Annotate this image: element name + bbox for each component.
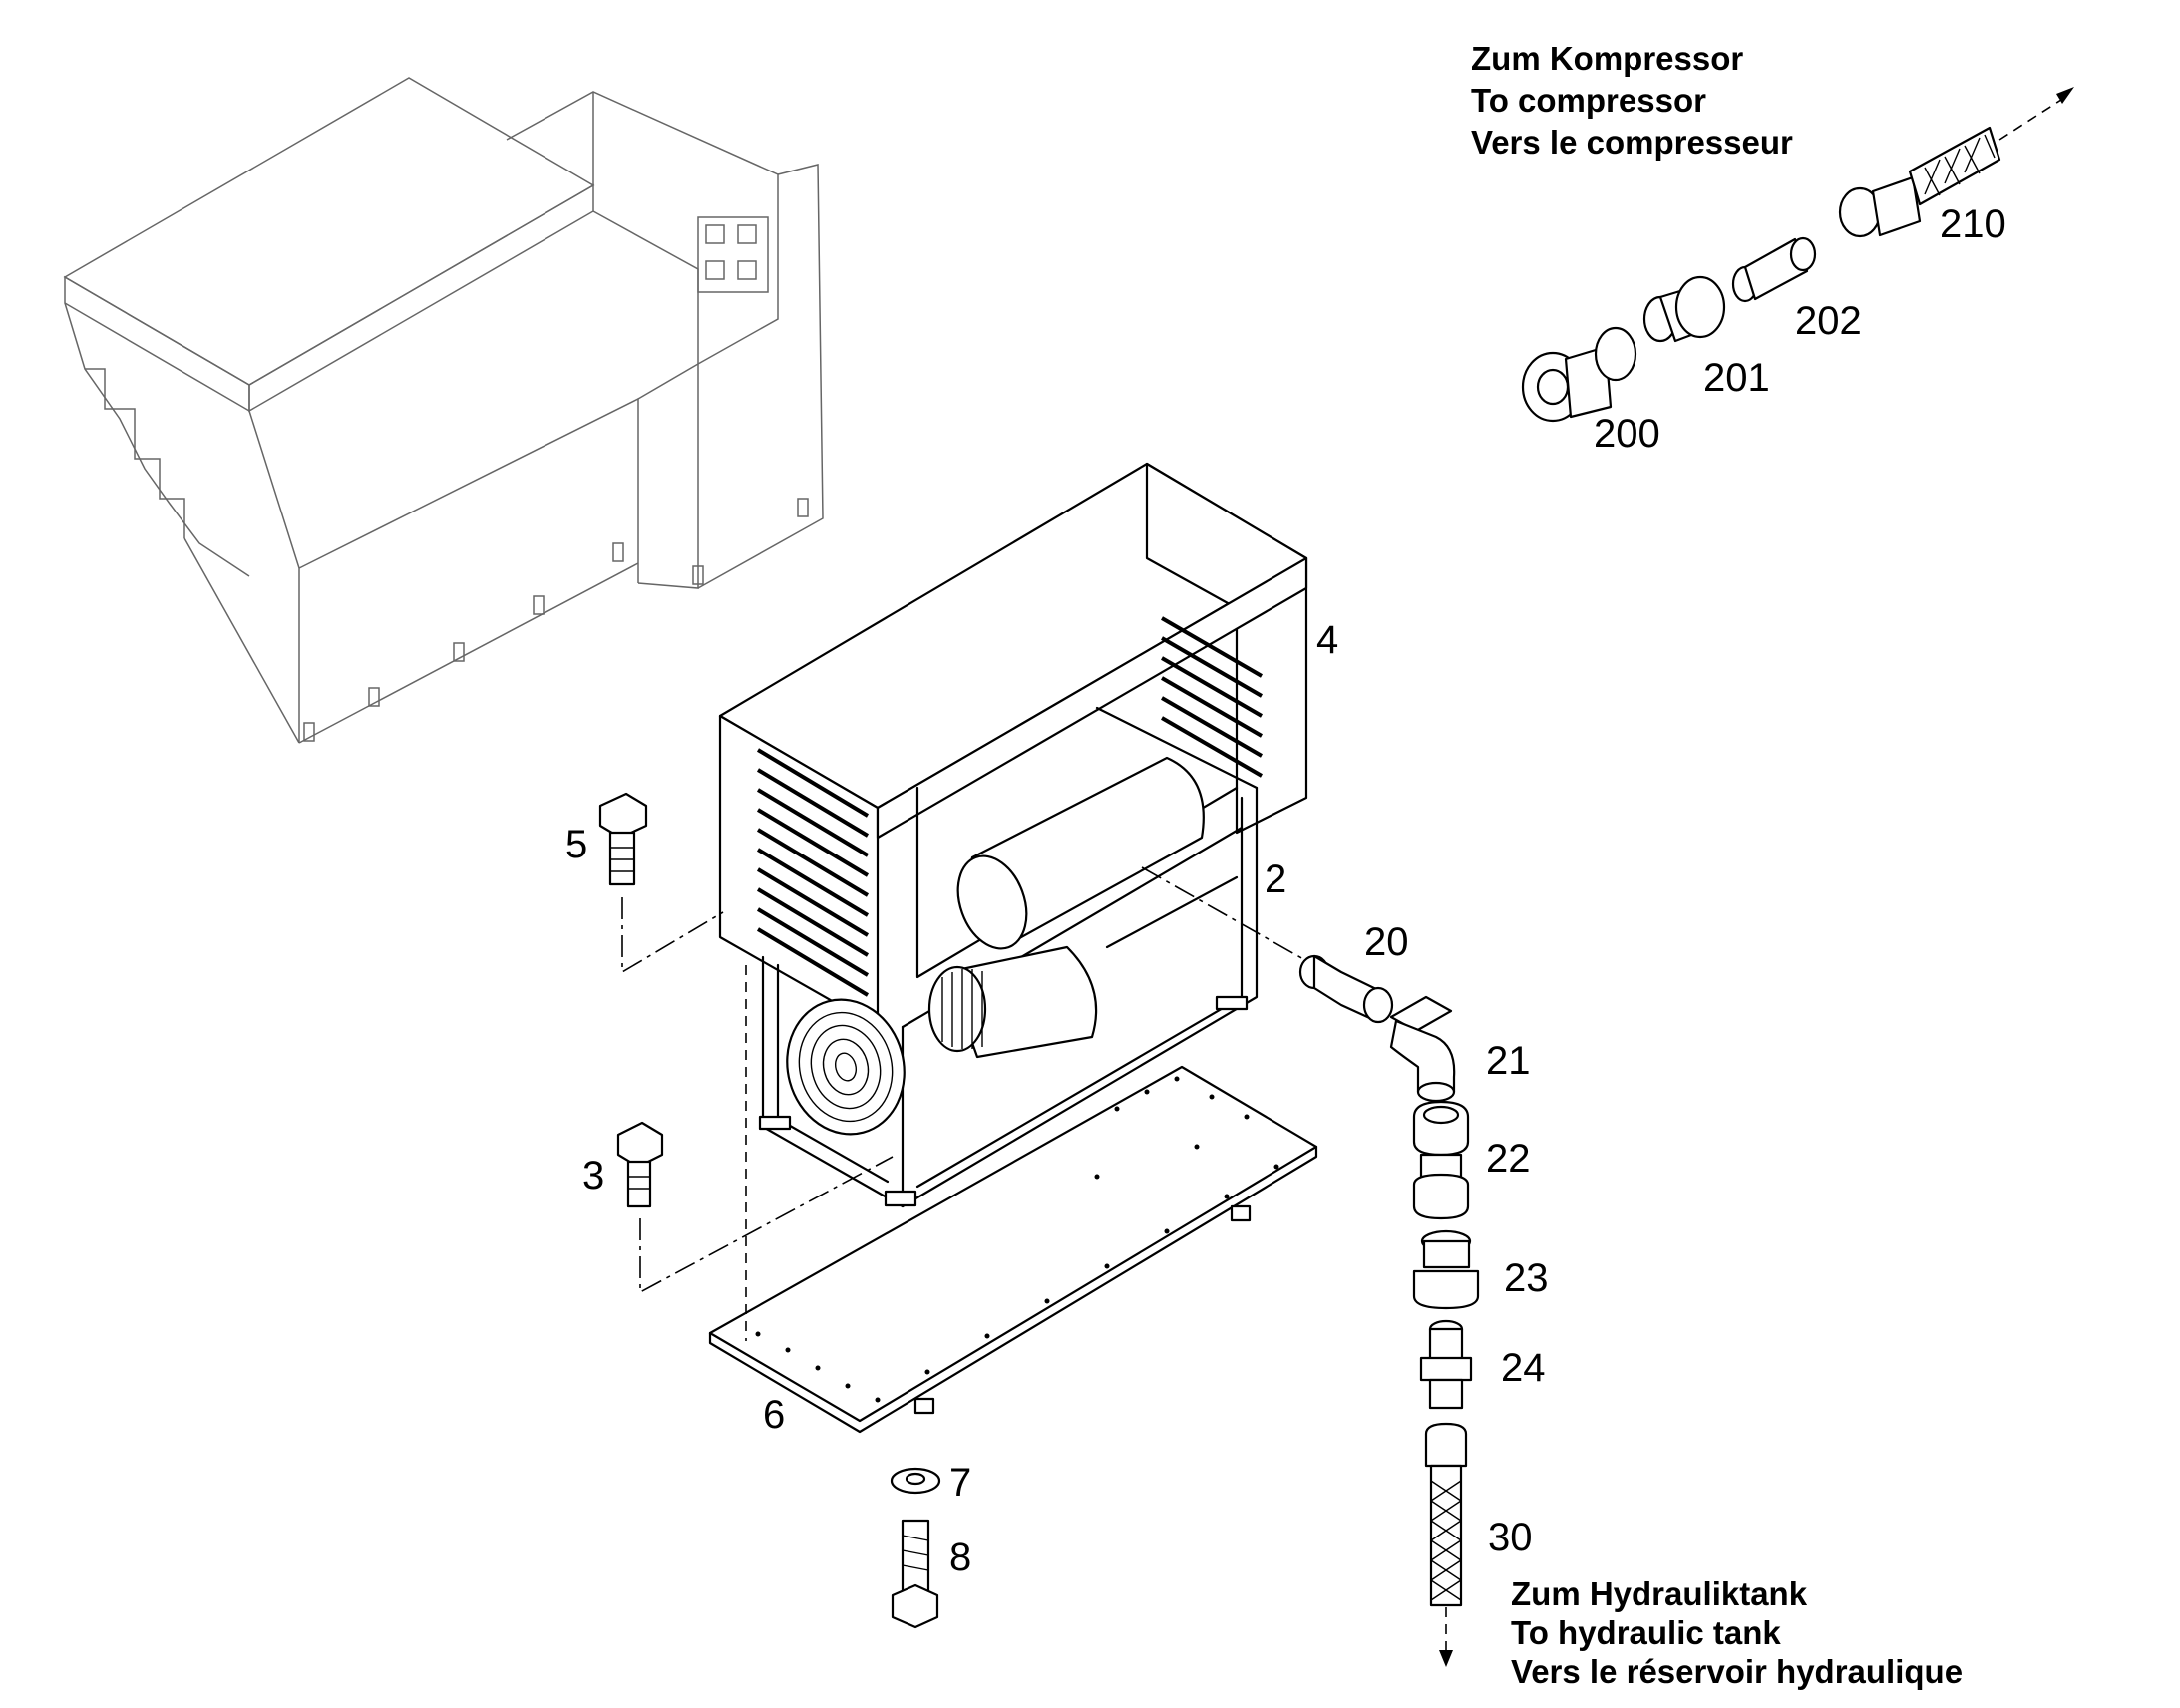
part-label-7: 7 [949, 1461, 971, 1505]
part-labels: 4 2 5 3 6 7 8 20 21 22 23 24 30 200 201 … [565, 202, 2006, 1579]
part-label-30: 30 [1488, 1516, 1533, 1559]
fitting-20 [1298, 954, 1394, 1024]
elbow-21 [1389, 995, 1456, 1103]
part-label-210: 210 [1940, 202, 2006, 246]
machine-housing-outline [63, 77, 824, 744]
caption-to-hydraulic-tank: Zum Hydrauliktank To hydraulic tank Vers… [1511, 1575, 1963, 1690]
fan-guard [786, 998, 906, 1136]
part-label-2: 2 [1265, 857, 1286, 901]
base-plate [708, 1065, 1318, 1434]
part-label-4: 4 [1316, 618, 1338, 662]
fitting-202 [1731, 236, 1817, 303]
part-label-6: 6 [763, 1393, 785, 1437]
caption-hydraulic-de: Zum Hydrauliktank [1511, 1575, 1808, 1612]
fitting-201 [1642, 275, 1726, 343]
base-frame [758, 706, 1259, 1208]
caption-compressor-en: To compressor [1471, 82, 1706, 119]
pump-assembly [927, 945, 1098, 1059]
part-label-8: 8 [949, 1536, 971, 1579]
part-label-21: 21 [1486, 1039, 1531, 1083]
caption-compressor-de: Zum Kompressor [1471, 40, 1743, 77]
bolt-3 [616, 1121, 664, 1208]
part-label-202: 202 [1795, 299, 1862, 343]
part-label-201: 201 [1703, 356, 1770, 400]
hose-30 [1424, 1422, 1468, 1667]
part-label-24: 24 [1501, 1346, 1546, 1390]
nut-22 [1412, 1100, 1470, 1220]
motor-cylinder [956, 756, 1205, 950]
part-label-20: 20 [1364, 920, 1409, 964]
fitting-23 [1412, 1229, 1480, 1310]
washer-7 [890, 1467, 941, 1495]
caption-hydraulic-fr: Vers le réservoir hydraulique [1511, 1653, 1963, 1690]
hose-210 [1838, 87, 2074, 238]
caption-hydraulic-en: To hydraulic tank [1511, 1614, 1781, 1651]
part-label-22: 22 [1486, 1137, 1531, 1181]
caption-to-compressor: Zum Kompressor To compressor Vers le com… [1471, 40, 1793, 161]
nut-200 [1521, 326, 1637, 423]
caption-compressor-fr: Vers le compresseur [1471, 124, 1793, 161]
part-label-200: 200 [1594, 412, 1660, 456]
part-label-5: 5 [565, 823, 587, 866]
part-label-23: 23 [1504, 1256, 1549, 1300]
part-label-3: 3 [582, 1154, 604, 1197]
bolt-5 [598, 792, 648, 886]
fitting-24 [1419, 1319, 1473, 1410]
assembly-leader-lines [621, 866, 1327, 1341]
bolt-8 [891, 1519, 939, 1629]
